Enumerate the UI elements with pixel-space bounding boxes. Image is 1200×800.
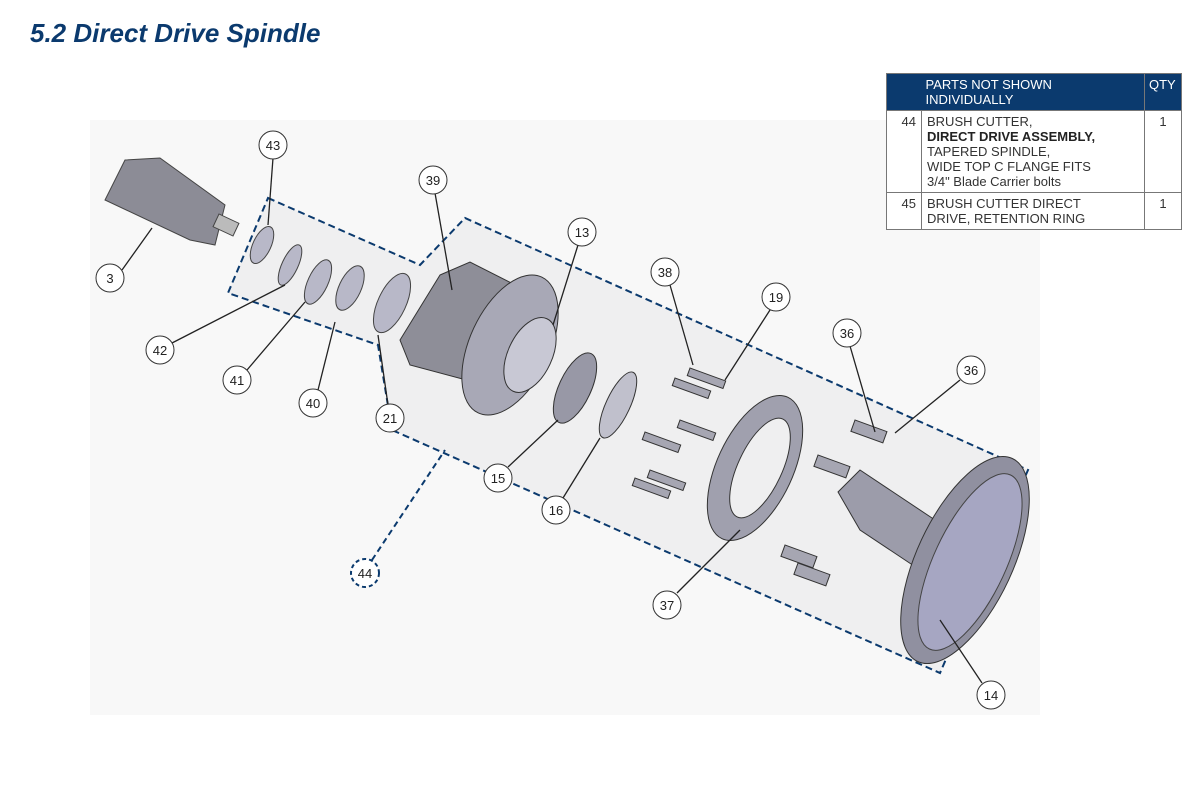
table-row: 45 BRUSH CUTTER DIRECT DRIVE, RETENTION … <box>886 192 1182 230</box>
desc-line: WIDE TOP C FLANGE FITS <box>927 159 1091 174</box>
row-num: 44 <box>886 110 922 193</box>
row-description: BRUSH CUTTER DIRECT DRIVE, RETENTION RIN… <box>921 192 1145 230</box>
row-description: BRUSH CUTTER, DIRECT DRIVE ASSEMBLY, TAP… <box>921 110 1145 193</box>
hydraulic-motor <box>104 157 240 246</box>
row-qty: 1 <box>1144 192 1182 230</box>
table-row: 44 BRUSH CUTTER, DIRECT DRIVE ASSEMBLY, … <box>886 110 1182 193</box>
desc-line: BRUSH CUTTER, <box>927 114 1033 129</box>
desc-line: 3/4" Blade Carrier bolts <box>927 174 1061 189</box>
desc-line: DRIVE, RETENTION RING <box>927 211 1086 226</box>
row-num: 45 <box>886 192 922 230</box>
table-header: PARTS NOT SHOWN INDIVIDUALLY QTY <box>886 73 1182 111</box>
page-title: 5.2 Direct Drive Spindle <box>30 18 321 48</box>
header-num <box>886 73 922 111</box>
spindle-housing <box>399 261 559 416</box>
desc-line-bold: DIRECT DRIVE ASSEMBLY, <box>927 129 1096 144</box>
header-qty: QTY <box>1144 73 1182 111</box>
row-qty: 1 <box>1144 110 1182 193</box>
parts-table: PARTS NOT SHOWN INDIVIDUALLY QTY 44 BRUS… <box>886 73 1182 230</box>
desc-line: BRUSH CUTTER DIRECT <box>927 196 1081 211</box>
desc-line: TAPERED SPINDLE, <box>927 144 1051 159</box>
header-description: PARTS NOT SHOWN INDIVIDUALLY <box>921 73 1145 111</box>
